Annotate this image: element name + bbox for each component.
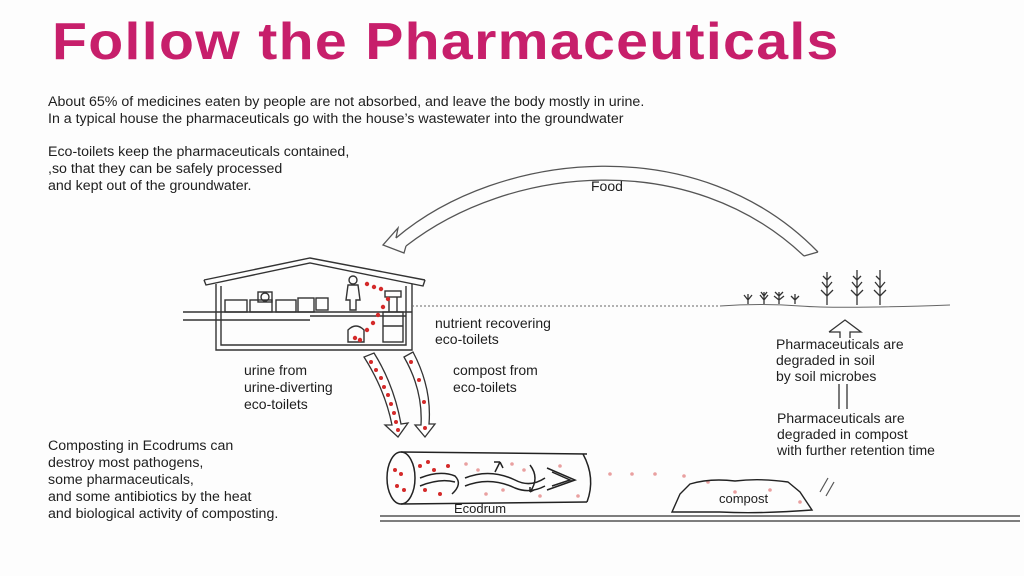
up-arrow-icon	[828, 319, 863, 338]
food-label: Food	[591, 178, 623, 194]
ecotoilets-note-line-1: Eco-toilets keep the pharmaceuticals con…	[48, 144, 350, 160]
food-arrow	[381, 165, 819, 257]
degraded-compost-label-3: with further retention time	[777, 442, 935, 458]
degraded-compost-label-1: Pharmaceuticals are	[777, 410, 905, 426]
nutrient-recovering-label-1: nutrient recovering	[435, 315, 551, 331]
compost-pile-icon	[670, 479, 814, 514]
composting-note-line-1: Composting in Ecodrums can	[48, 438, 234, 454]
intro-line-1: About 65% of medicines eaten by people a…	[48, 94, 645, 110]
pharmaceutical-dots-arrows	[369, 360, 427, 432]
compost-arrow	[403, 351, 437, 439]
nutrient-recovering-label-2: eco-toilets	[435, 331, 499, 347]
urine-from-label-2: urine-diverting	[244, 379, 333, 395]
pharmaceutical-dots-faint	[464, 462, 802, 504]
urine-from-label-3: eco-toilets	[244, 396, 308, 412]
page-title: Follow the Pharmaceuticals	[52, 13, 840, 71]
ground-line	[380, 515, 1020, 522]
degraded-compost-label-2: degraded in compost	[777, 426, 908, 442]
ecodrum-icon	[386, 451, 592, 505]
compost-label: compost	[719, 491, 769, 506]
ecotoilets-note-line-2: ,so that they can be safely processed	[48, 161, 283, 177]
house-icon	[183, 257, 426, 351]
composting-note-line-2: destroy most pathogens,	[48, 455, 204, 471]
intro-line-2: In a typical house the pharmaceuticals g…	[48, 111, 624, 127]
composting-note-line-3: some pharmaceuticals,	[48, 472, 194, 488]
heat-lines-icon	[819, 477, 835, 497]
composting-note-line-4: and some antibiotics by the heat	[48, 489, 252, 505]
urine-from-label-1: urine from	[244, 362, 308, 378]
degraded-soil-label-2: degraded in soil	[776, 352, 875, 368]
degraded-soil-label-1: Pharmaceuticals are	[776, 336, 904, 352]
compost-from-label-1: compost from	[453, 362, 538, 378]
pharmaceutical-dots-ecodrum	[393, 460, 450, 496]
ecodrum-label: Ecodrum	[454, 501, 507, 516]
connector-lines	[838, 384, 848, 409]
compost-from-label-2: eco-toilets	[453, 379, 517, 395]
crops-icon	[743, 270, 887, 305]
ground-surface	[412, 304, 951, 308]
pharmaceutical-dots-house	[352, 281, 391, 343]
degraded-soil-label-3: by soil microbes	[776, 368, 877, 384]
composting-note-line-5: and biological activity of composting.	[48, 506, 279, 522]
ecotoilets-note-line-3: and kept out of the groundwater.	[48, 178, 252, 194]
